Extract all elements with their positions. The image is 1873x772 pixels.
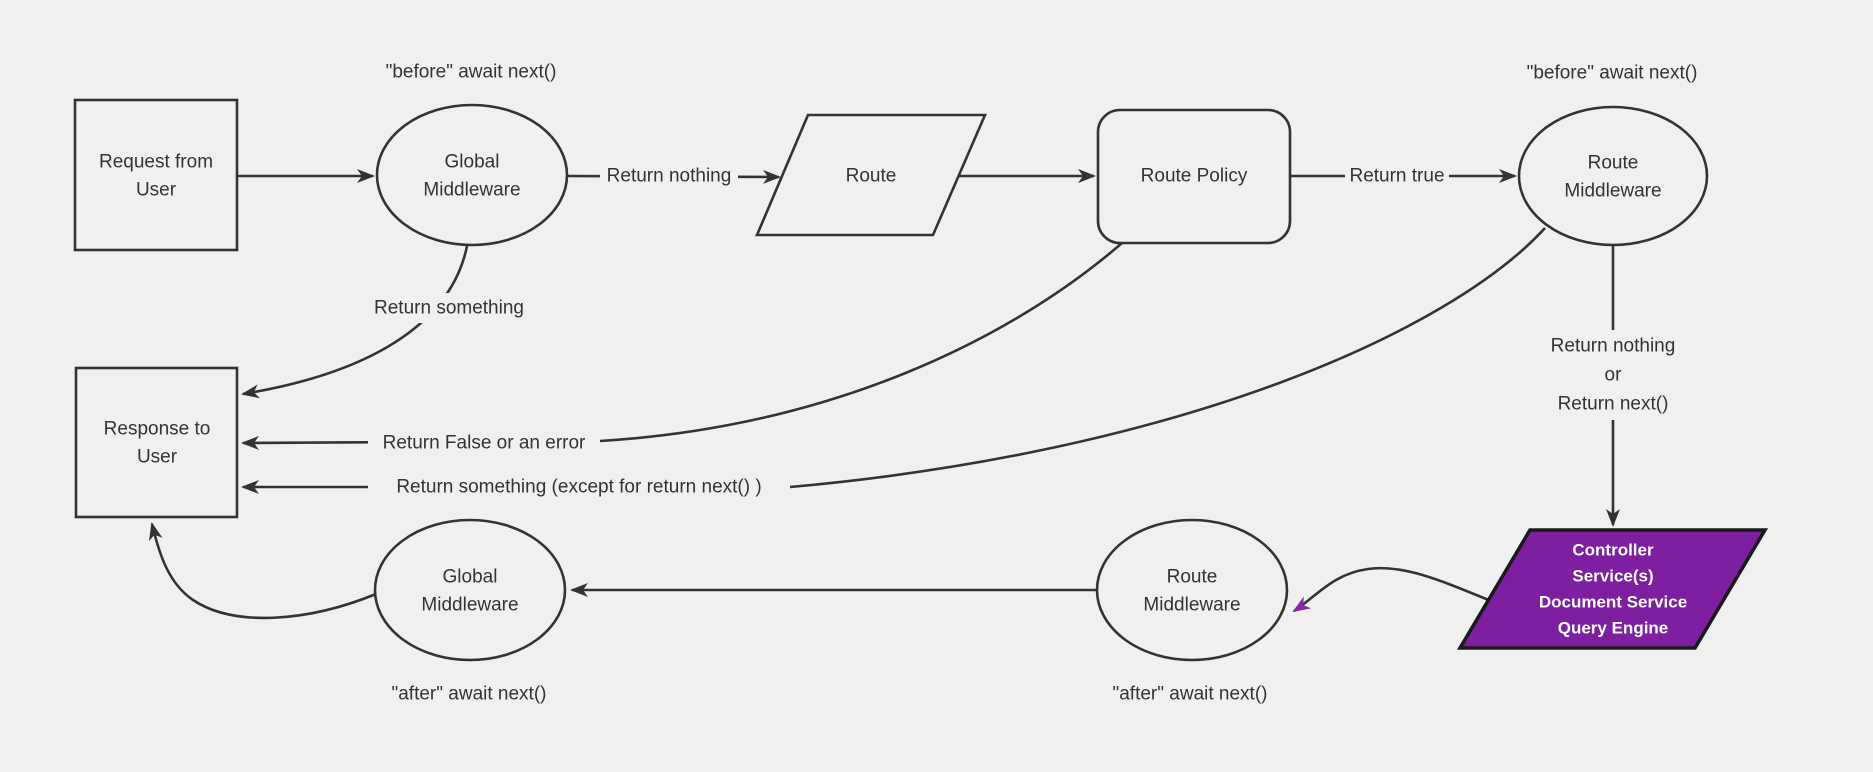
request-from-user-label-line1: Request from (99, 152, 213, 173)
route-middleware-top-label-line2: Middleware (1564, 181, 1661, 202)
global-middleware-top-label-line2: Middleware (423, 180, 520, 201)
node-response-to-user: Response to User (74, 366, 239, 519)
route-middleware-top-ellipse (1517, 105, 1709, 247)
edge-global-middleware-bottom-to-response (148, 522, 377, 620)
node-route-middleware-top: Route Middleware (1517, 105, 1709, 247)
edge-route-policy-to-response (241, 242, 1123, 450)
global-middleware-top-ellipse (375, 103, 569, 247)
label-bg (1345, 161, 1449, 191)
route-middleware-bottom-label-line2: Middleware (1143, 595, 1240, 616)
response-to-user-label-line1: Response to (104, 419, 211, 440)
response-to-user-box (74, 366, 239, 519)
route-policy-label: Route Policy (1141, 166, 1248, 187)
nodes: Request from User Global Middleware Rout… (73, 98, 1769, 662)
route-middleware-bottom-ellipse (1095, 518, 1289, 662)
label-bg (368, 472, 790, 502)
label-bg (368, 428, 600, 458)
annotation-before-route-middleware: "before" await next() (1527, 63, 1698, 84)
label-bg (1544, 330, 1682, 420)
edge-controller-to-route-middleware-bottom (1292, 566, 1492, 613)
global-middleware-bottom-ellipse (373, 518, 567, 662)
route-parallelogram (755, 113, 987, 237)
edge-label-return-nothing: Return nothing (607, 166, 732, 187)
controller-services-parallelogram (1456, 528, 1769, 650)
label-bg (600, 161, 738, 191)
edge-label-return-false-or-error: Return False or an error (383, 433, 586, 454)
edge-label-return-something-except: Return something (except for return next… (396, 477, 761, 498)
controller-services-label-line2: Service(s) (1572, 567, 1653, 586)
node-route: Route (755, 113, 987, 237)
global-middleware-top-label-line1: Global (445, 152, 500, 173)
controller-services-label-line4: Query Engine (1558, 619, 1669, 638)
global-middleware-bottom-label-line1: Global (443, 567, 498, 588)
edge-label-return-true: Return true (1349, 166, 1444, 187)
annotations: "before" await next() "before" await nex… (386, 62, 1698, 705)
edge-label-return-something: Return something (374, 298, 524, 319)
annotation-after-global-middleware: "after" await next() (392, 684, 547, 705)
edge-label-return-nothing-or-line2: or (1605, 365, 1623, 386)
edge-global-middleware-to-response (241, 245, 469, 399)
node-global-middleware-top: Global Middleware (375, 103, 569, 247)
node-route-policy: Route Policy (1096, 108, 1292, 245)
edges (148, 169, 1620, 620)
global-middleware-bottom-label-line2: Middleware (421, 595, 518, 616)
request-from-user-box (73, 98, 239, 252)
controller-services-label-line1: Controller (1572, 541, 1654, 560)
route-label: Route (846, 166, 897, 187)
route-middleware-bottom-label-line1: Route (1167, 567, 1218, 588)
edge-route-middleware-to-response (241, 227, 1546, 494)
annotation-before-global-middleware: "before" await next() (386, 62, 557, 83)
node-global-middleware-bottom: Global Middleware (373, 518, 567, 662)
node-route-middleware-bottom: Route Middleware (1095, 518, 1289, 662)
annotation-after-route-middleware: "after" await next() (1113, 684, 1268, 705)
route-policy-box (1096, 108, 1292, 245)
edge-label-return-nothing-or-line3: Return next() (1558, 394, 1669, 415)
node-controller-services: Controller Service(s) Document Service Q… (1456, 528, 1769, 650)
edge-labels: Return nothing Return true Return someth… (368, 161, 1682, 502)
request-from-user-label-line2: User (136, 180, 177, 201)
edge-label-return-nothing-or-line1: Return nothing (1551, 336, 1676, 357)
label-bg (370, 293, 528, 323)
node-request-from-user: Request from User (73, 98, 239, 252)
route-middleware-top-label-line1: Route (1588, 153, 1639, 174)
controller-services-label-line3: Document Service (1539, 593, 1687, 612)
response-to-user-label-line2: User (137, 447, 178, 468)
